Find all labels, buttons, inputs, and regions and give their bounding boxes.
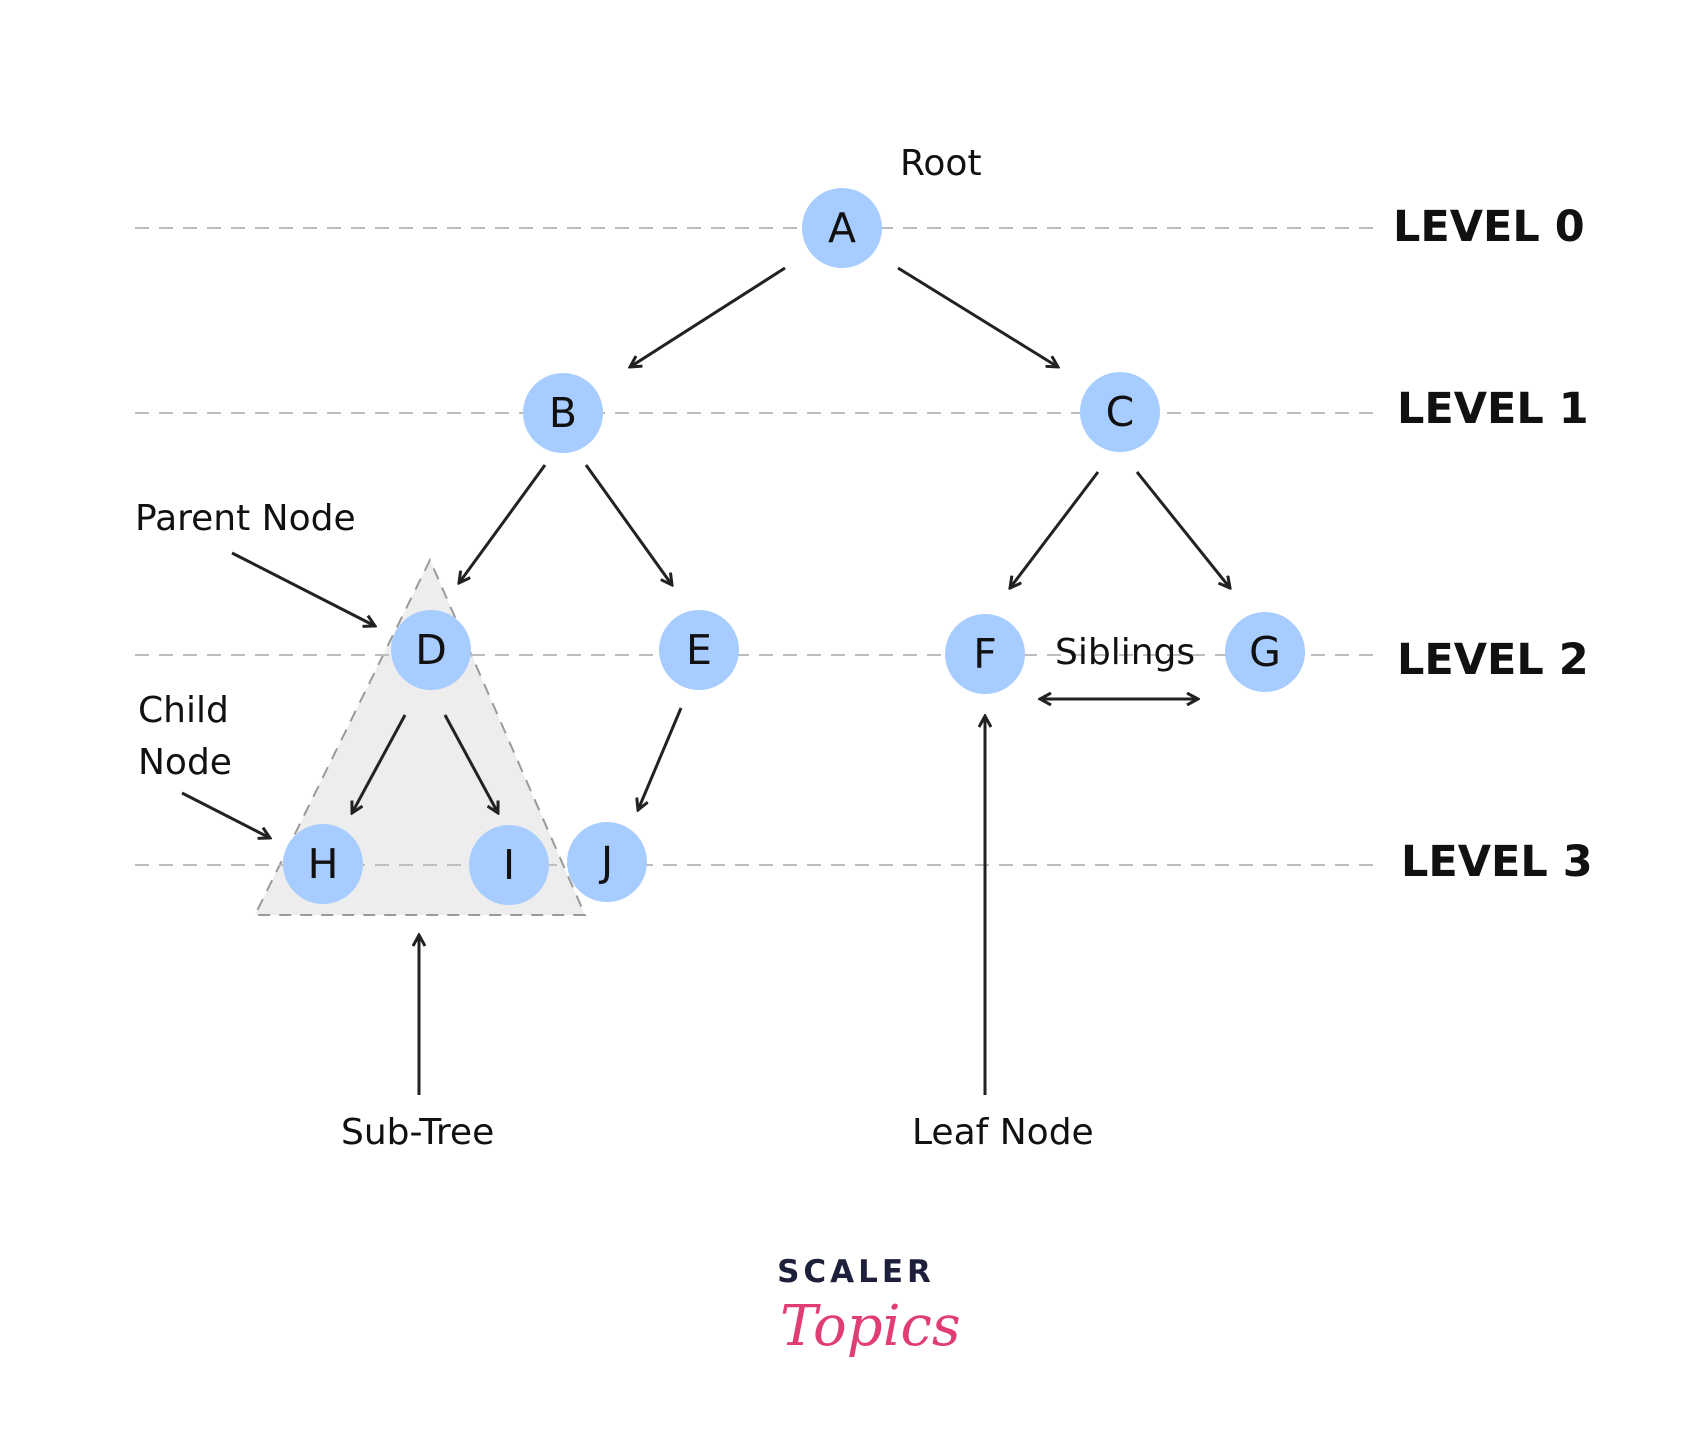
child-node-label-line1: Child [138, 690, 229, 731]
node-i-circle [469, 825, 549, 905]
edge-d-h [352, 714, 407, 813]
node-j: J [567, 822, 647, 902]
node-j-circle [567, 822, 647, 902]
edge-b-d [459, 464, 547, 583]
node-b-circle [523, 373, 603, 453]
node-g-circle [1225, 612, 1305, 692]
edge-a-b [630, 266, 786, 367]
scaler-topics-logo: SCALER Topics [777, 1254, 961, 1359]
level-2-label: LEVEL 2 [1397, 635, 1589, 685]
node-g-label: G [1249, 628, 1281, 676]
node-c-circle [1080, 372, 1160, 452]
node-h: H [283, 824, 363, 904]
edge-a-c [897, 266, 1058, 367]
logo-topics-text: Topics [780, 1294, 961, 1359]
node-c: C [1080, 372, 1160, 452]
node-g: G [1225, 612, 1305, 692]
siblings-label: Siblings [1055, 632, 1195, 673]
level-3-label: LEVEL 3 [1401, 837, 1593, 887]
edge-e-j [638, 707, 683, 810]
node-i: I [469, 825, 549, 905]
node-e-label: E [686, 626, 712, 674]
edge-c-g [1135, 471, 1230, 588]
leaf-node-label: Leaf Node [912, 1112, 1094, 1153]
node-d: D [391, 610, 471, 690]
node-h-circle [283, 824, 363, 904]
node-h-label: H [308, 840, 339, 888]
node-j-label: J [598, 838, 613, 886]
node-d-label: D [415, 626, 447, 674]
node-d-circle [391, 610, 471, 690]
parent-node-arrow [231, 551, 375, 626]
node-e: E [659, 610, 739, 690]
child-node-arrow [181, 791, 270, 838]
node-a: A [802, 188, 882, 268]
logo-scaler-text: SCALER [777, 1254, 935, 1290]
sub-tree-label: Sub-Tree [341, 1112, 494, 1153]
level-1-label: LEVEL 1 [1397, 384, 1589, 434]
node-a-circle [802, 188, 882, 268]
node-i-label: I [503, 841, 515, 889]
node-b-label: B [549, 389, 577, 437]
parent-node-label: Parent Node [135, 498, 356, 539]
node-f-circle [945, 614, 1025, 694]
edge-c-f [1010, 471, 1100, 588]
root-label: Root [900, 143, 982, 184]
child-node-label-line2: Node [138, 742, 232, 783]
node-b: B [523, 373, 603, 453]
node-e-circle [659, 610, 739, 690]
level-0-label: LEVEL 0 [1393, 202, 1585, 252]
node-f-label: F [973, 630, 997, 678]
node-a-label: A [828, 204, 856, 252]
node-f: F [945, 614, 1025, 694]
edge-b-e [584, 464, 672, 585]
edge-d-i [443, 714, 498, 813]
node-c-label: C [1106, 388, 1135, 436]
